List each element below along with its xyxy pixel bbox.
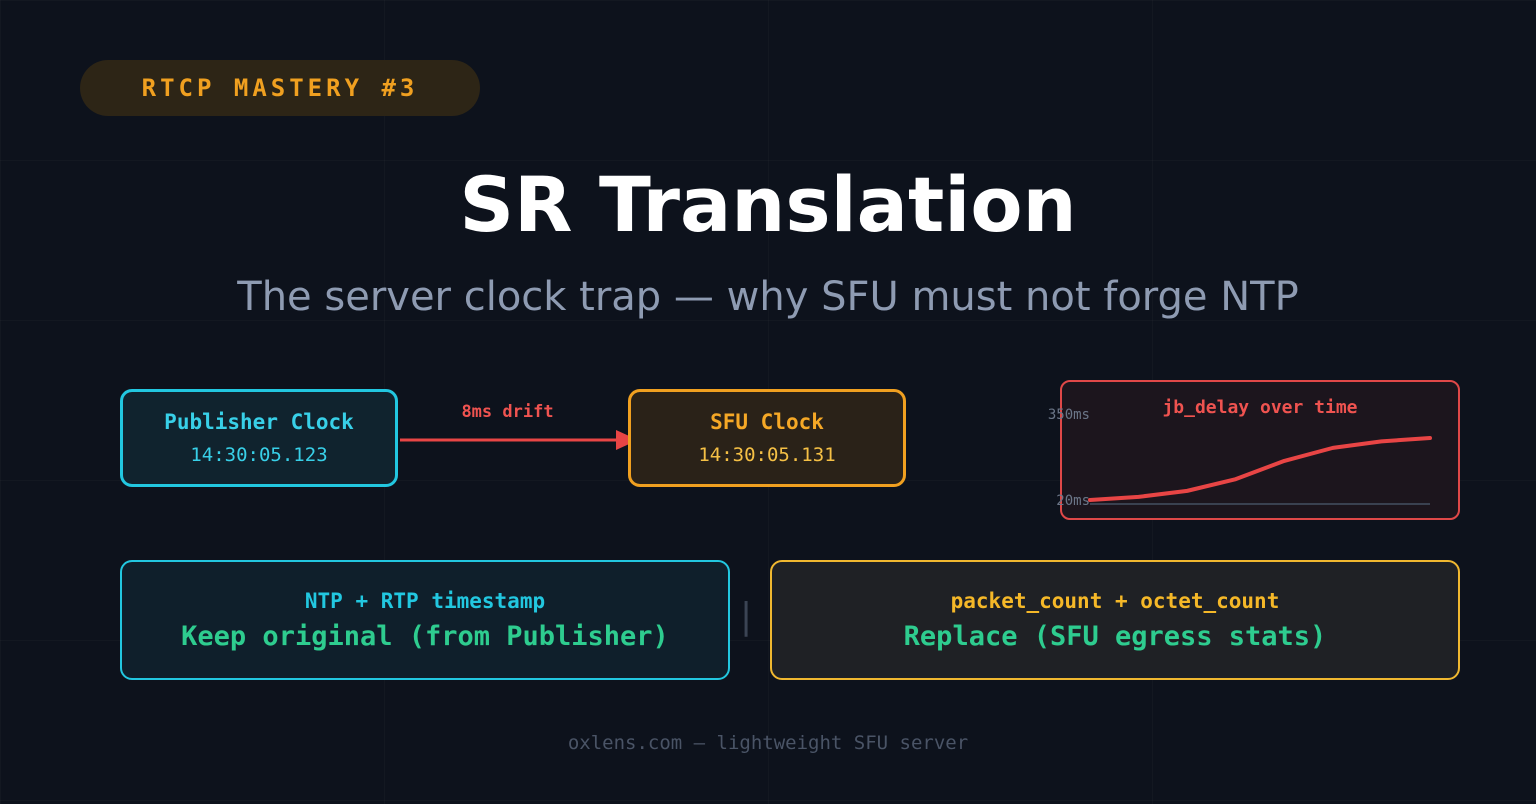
sfu-clock-box: SFU Clock 14:30:05.131 [628,389,906,487]
replace-box: packet_count + octet_count Replace (SFU … [770,560,1460,680]
y-tick-label: 350ms [1048,407,1090,423]
box-separator: | [740,596,753,637]
series-line-jb-delay [1088,435,1432,502]
sfu-clock-time: 14:30:05.131 [698,444,836,466]
keep-original-value: Keep original (from Publisher) [181,620,669,652]
series-badge: RTCP MASTERY #3 [80,60,480,116]
replace-value: Replace (SFU egress stats) [903,620,1327,652]
page-title: SR Translation [459,160,1077,249]
keep-original-head: NTP + RTP timestamp [304,588,546,613]
footer: oxlens.com — lightweight SFU server [567,732,969,754]
publisher-clock-name: Publisher Clock [164,410,354,434]
drift-arrow [400,430,638,450]
publisher-clock-box: Publisher Clock 14:30:05.123 [120,389,398,487]
chart-title: jb_delay over time [1162,397,1358,418]
sfu-clock-name: SFU Clock [710,410,824,434]
drift-label: 8ms drift [461,402,554,422]
keep-original-box: NTP + RTP timestamp Keep original (from … [120,560,730,680]
series-badge-label: RTCP MASTERY #3 [141,74,419,102]
replace-head: packet_count + octet_count [950,588,1280,613]
publisher-clock-time: 14:30:05.123 [190,444,328,466]
y-tick-label: 20ms [1056,493,1090,509]
page-subtitle: The server clock trap — why SFU must not… [237,274,1299,320]
